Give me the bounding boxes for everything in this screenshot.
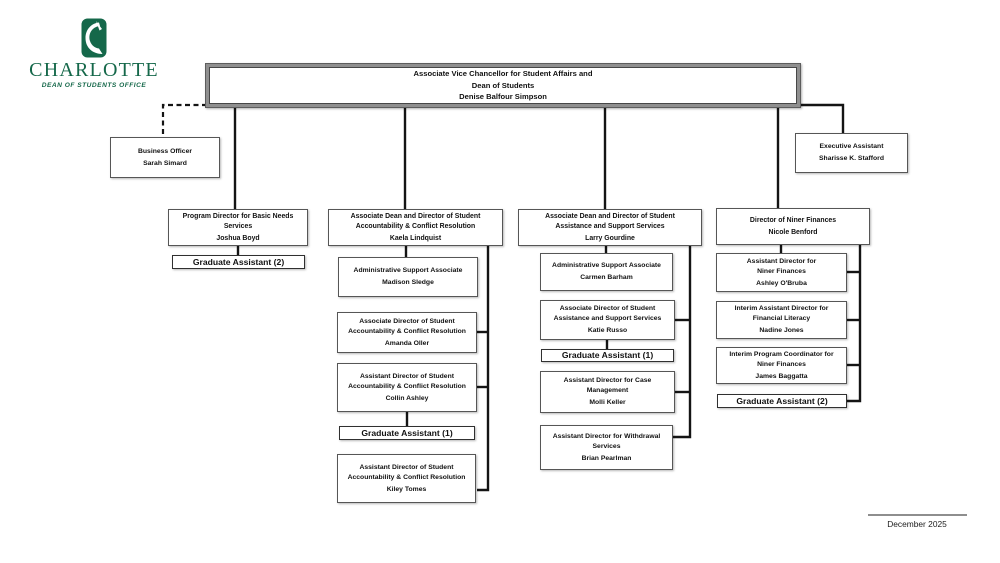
charlotte-logo: CHARLOTTE DEAN OF STUDENTS OFFICE <box>18 18 170 89</box>
role-title: Executive Assistant <box>819 143 884 151</box>
org-box-sass-associate-director: Associate Director of Student Assistance… <box>540 300 675 340</box>
org-box-business-officer: Business Officer Sarah Simard <box>110 137 220 178</box>
role-title: Graduate Assistant (1) <box>361 427 453 438</box>
person-name: Kaela Lindquist <box>389 234 442 242</box>
logo-wordmark: CHARLOTTE <box>29 59 159 81</box>
role-title: Assistant Director of Student Accountabi… <box>348 372 466 390</box>
org-box-sass-graduate-assistant: Graduate Assistant (1) <box>541 349 674 362</box>
org-box-avc-dean: Associate Vice Chancellor for Student Af… <box>205 63 801 108</box>
role-title: Program Director for Basic Needs Service… <box>182 212 294 230</box>
person-name: Collin Ashley <box>385 394 429 402</box>
person-name: Joshua Boyd <box>216 234 260 242</box>
person-name: Sarah Simard <box>143 159 187 167</box>
org-box-case-management-director: Assistant Director for Case Management M… <box>540 371 675 413</box>
person-name: Amanda Oller <box>384 339 430 347</box>
rail-col4 <box>847 244 862 403</box>
org-box-withdrawal-director: Assistant Director for Withdrawal Servic… <box>540 425 673 470</box>
org-box-conduct-associate-director: Associate Director of Student Accountabi… <box>337 312 477 353</box>
person-name: Carmen Barham <box>580 274 633 282</box>
org-box-finances-assistant-director: Assistant Director for Niner Finances As… <box>716 253 847 292</box>
role-title: Associate Dean and Director of Student A… <box>350 212 481 230</box>
role-title: Assistant Director of Student Accountabi… <box>347 463 466 481</box>
org-box-basic-needs-graduate-assistant: Graduate Assistant (2) <box>172 255 305 269</box>
org-box-conduct-dean: Associate Dean and Director of Student A… <box>328 209 503 246</box>
role-title: Graduate Assistant (2) <box>192 256 285 267</box>
rail-col2 <box>477 245 490 492</box>
person-name: Nadine Jones <box>759 327 804 335</box>
org-box-finances-program-coordinator: Interim Program Coordinator for Niner Fi… <box>716 347 847 384</box>
role-title: Graduate Assistant (2) <box>736 395 828 406</box>
role-title: Assistant Director for Withdrawal Servic… <box>552 432 661 450</box>
role-title: Assistant Director for Case Management <box>563 377 652 395</box>
role-title: Graduate Assistant (1) <box>561 350 654 361</box>
org-box-basic-needs-director: Program Director for Basic Needs Service… <box>168 209 308 246</box>
role-title: Administrative Support Associate <box>353 267 463 275</box>
role-title: Interim Assistant Director for Financial… <box>734 305 829 323</box>
role-title: Director of Niner Finances <box>749 216 837 224</box>
charlotte-pickaxe-icon <box>81 18 107 58</box>
org-box-conduct-assistant-director-ashley: Assistant Director of Student Accountabi… <box>337 363 477 412</box>
rail-col3 <box>673 245 692 439</box>
org-box-executive-assistant: Executive Assistant Sharisse K. Stafford <box>795 133 908 173</box>
person-name: Madison Sledge <box>382 279 434 287</box>
person-name: Kiley Tomes <box>386 485 427 493</box>
person-name: Katie Russo <box>587 327 628 335</box>
org-box-conduct-graduate-assistant: Graduate Assistant (1) <box>339 426 475 440</box>
org-box-sass-admin-support: Administrative Support Associate Carmen … <box>540 253 673 291</box>
org-box-finances-director: Director of Niner Finances Nicole Benfor… <box>716 208 870 245</box>
org-box-conduct-assistant-director-tomes: Assistant Director of Student Accountabi… <box>337 454 476 503</box>
role-title: Interim Program Coordinator for Niner Fi… <box>729 350 834 368</box>
chart-date: December 2025 <box>887 519 947 529</box>
connector-executive-assistant <box>800 103 845 133</box>
person-name: Larry Gourdine <box>585 234 635 242</box>
role-title: Assistant Director for Niner Finances <box>746 257 817 275</box>
role-title: Business Officer <box>137 147 193 155</box>
person-name: Ashley O'Bruba <box>756 279 807 287</box>
org-box-conduct-admin-support: Administrative Support Associate Madison… <box>338 257 478 297</box>
org-box-financial-literacy-director: Interim Assistant Director for Financial… <box>716 301 847 339</box>
logo-tagline: DEAN OF STUDENTS OFFICE <box>41 82 147 89</box>
org-box-finances-graduate-assistant: Graduate Assistant (2) <box>717 394 847 408</box>
person-name: Molli Keller <box>589 399 626 407</box>
person-name: Denise Balfour Simpson <box>459 92 547 102</box>
person-name: James Baggatta <box>755 372 808 380</box>
person-name: Sharisse K. Stafford <box>819 155 884 163</box>
dashed-connector-business-officer <box>161 103 207 137</box>
org-box-sass-dean: Associate Dean and Director of Student A… <box>518 209 702 246</box>
role-title: Associate Vice Chancellor for Student Af… <box>413 69 593 90</box>
person-name: Nicole Benford <box>768 228 818 236</box>
role-title: Administrative Support Associate <box>552 262 661 270</box>
person-name: Brian Pearlman <box>581 454 632 462</box>
role-title: Associate Director of Student Assistance… <box>553 305 662 323</box>
role-title: Associate Dean and Director of Student A… <box>545 212 675 230</box>
role-title: Associate Director of Student Accountabi… <box>348 317 466 335</box>
